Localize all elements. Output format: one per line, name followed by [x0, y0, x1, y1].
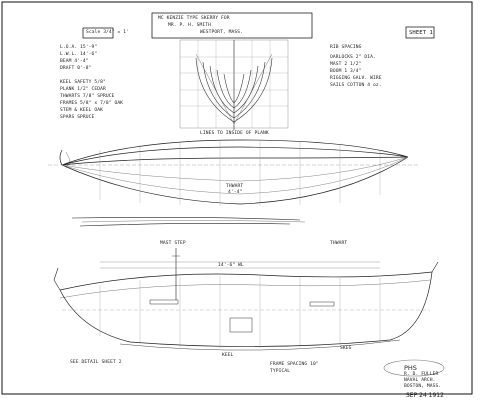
designer-line-3: BOSTON, MASS. — [404, 384, 442, 389]
dimension-beam: BEAM 4'-4" — [60, 59, 89, 64]
title-line-2: MR. P. H. SMITH — [168, 23, 211, 28]
note-left-5: STEM & KEEL OAK — [60, 108, 103, 113]
note-left-2: PLANK 1/2" CEDAR — [60, 87, 106, 92]
bottom-note-left: SEE DETAIL SHEET 2 — [70, 360, 122, 365]
note-left-3: THWARTS 7/8" SPRUCE — [60, 94, 115, 99]
plan-view — [48, 139, 420, 206]
note-left-1: KEEL SAFETY 5/8" — [60, 80, 106, 85]
body-plan — [179, 39, 289, 130]
date-stamp: SEP 24 1912 — [406, 392, 444, 399]
profile-bottom-label-2: SKEG — [340, 346, 352, 351]
oar-lines — [71, 217, 306, 227]
sheet-box — [405, 26, 435, 39]
sheet-label: SHEET 1 — [409, 30, 433, 36]
note-left-4: FRAMES 5/8" x 7/8" OAK — [60, 101, 124, 106]
bottom-note-mid-1: FRAME SPACING 10" — [270, 362, 319, 367]
stamp-text: PHS — [404, 364, 417, 372]
title-box — [151, 12, 313, 39]
designer-line-1: R. D. FULLER — [404, 372, 439, 377]
profile-top-label-2: THWART — [330, 241, 348, 246]
stamp-oval — [383, 359, 445, 377]
profile-view — [53, 248, 439, 351]
title-line-3: WESTPORT, MASS. — [200, 30, 243, 35]
scale-label: Scale 3/4" = 1' — [86, 30, 129, 35]
note-right-5: SAILS COTTON 4 oz. — [330, 83, 382, 88]
note-left-6: SPARS SPRUCE — [60, 115, 95, 120]
profile-mid-label: 14'-6" WL — [218, 263, 244, 268]
plan-center-label: THWART — [226, 184, 244, 189]
spacing-label: RIB SPACING — [330, 45, 362, 50]
scale-box — [82, 27, 114, 39]
note-right-1: OARLOCKS 2" DIA. — [330, 55, 376, 60]
plan-dim-note: 4'-4" — [228, 190, 243, 195]
profile-top-label-1: MAST STEP — [160, 241, 186, 246]
title-line-1: MC KENZIE TYPE SKERRY FOR — [158, 16, 230, 21]
plan-inside-note: LINES TO INSIDE OF PLANK — [200, 131, 269, 136]
sheet-border — [1, 1, 473, 395]
dimension-draft: DRAFT 0'-8" — [60, 66, 92, 71]
note-right-2: MAST 2 1/2" — [330, 62, 362, 67]
profile-bottom-label-1: KEEL — [222, 353, 234, 358]
dimension-loa: L.O.A. 15'-9" — [60, 45, 98, 50]
note-right-4: RIGGING GALV. WIRE — [330, 76, 382, 81]
dimension-lwl: L.W.L. 14'-6" — [60, 52, 98, 57]
note-right-3: BOOM 1 3/4" — [330, 69, 362, 74]
bottom-note-mid-2: TYPICAL — [270, 369, 291, 374]
designer-line-2: NAVAL ARCH. — [404, 378, 436, 383]
